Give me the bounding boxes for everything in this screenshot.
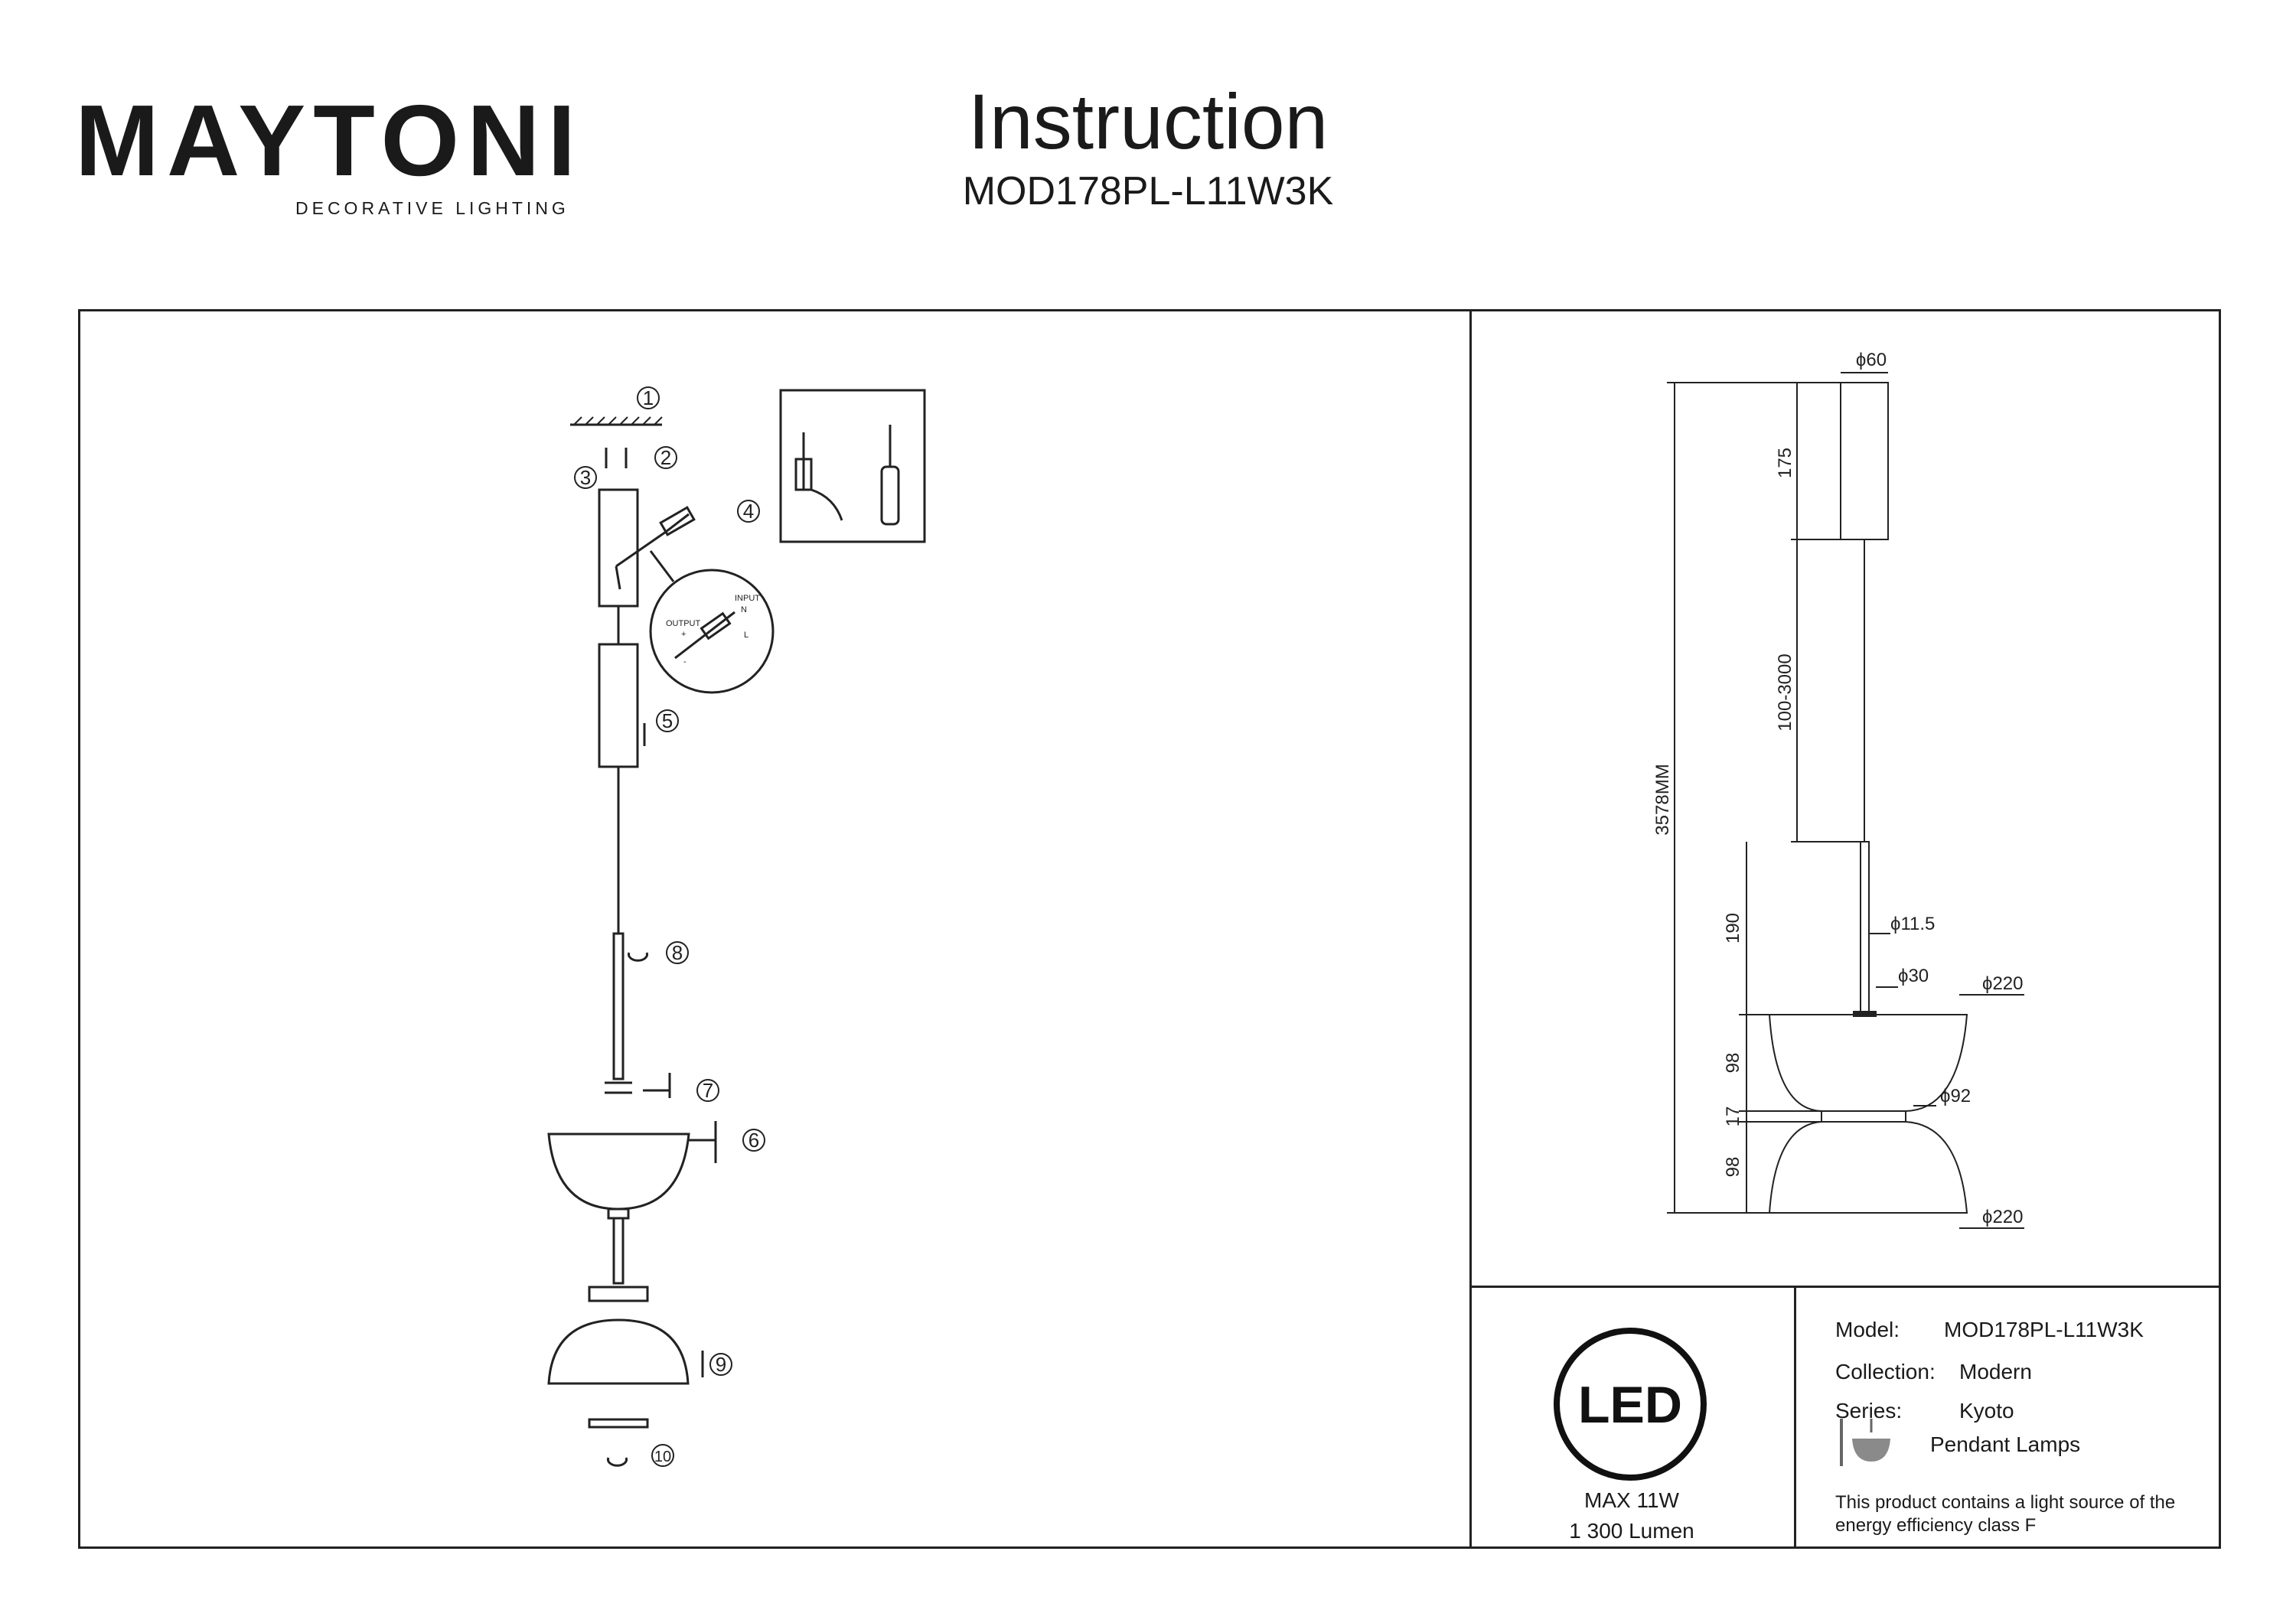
step-6-label: 6 (748, 1129, 759, 1152)
dim-stem-length: 190 (1723, 913, 1743, 943)
step-5-label: 5 (662, 709, 673, 732)
pendant-lamp-icon (1840, 1419, 1890, 1466)
step-1-label: 1 (643, 386, 654, 409)
dim-cable-length: 100-3000 (1775, 653, 1795, 731)
dim-bottom-shade-diameter: ϕ220 (1982, 1207, 2023, 1227)
step-8-label: 8 (672, 941, 683, 964)
driver-plus-label: + (681, 630, 686, 639)
driver-output-label: OUTPUT (666, 619, 701, 628)
driver-n-label: N (741, 605, 747, 614)
driver-input-label: INPUT (735, 594, 760, 603)
dim-stem-diameter: ϕ11.5 (1890, 914, 1935, 934)
dim-shade-height-top: 98 (1723, 1053, 1743, 1074)
frame-divider-info (1794, 1286, 1796, 1549)
model-label: Model: (1835, 1318, 1900, 1341)
brand-tagline: DECORATIVE LIGHTING (295, 198, 569, 218)
dim-top-shade-diameter: ϕ220 (1982, 973, 2023, 994)
model-heading: MOD178PL-L11W3K (962, 169, 1334, 213)
collection-value: Modern (1959, 1360, 2032, 1383)
driver-minus-label: - (683, 657, 687, 666)
step-3-label: 3 (580, 466, 591, 489)
dim-canopy-diameter: ϕ60 (1856, 350, 1887, 370)
dim-hub-diameter: ϕ30 (1898, 966, 1929, 986)
frame-divider-horizontal (1469, 1286, 2221, 1288)
series-value: Kyoto (1959, 1399, 2014, 1423)
lamp-type: Pendant Lamps (1930, 1432, 2081, 1456)
dim-waist-diameter: ϕ92 (1940, 1086, 1971, 1106)
collection-label: Collection: (1835, 1360, 1936, 1383)
drawing-frame (78, 309, 2221, 1549)
step-2-label: 2 (660, 446, 671, 469)
model-value: MOD178PL-L11W3K (1944, 1318, 2144, 1341)
dim-total-height: 3578MM (1652, 764, 1673, 835)
frame-divider-vertical (1469, 309, 1472, 1549)
max-power: MAX 11W (1584, 1488, 1679, 1512)
energy-note-line1: This product contains a light source of … (1835, 1492, 2176, 1513)
step-7-label: 7 (703, 1079, 713, 1102)
step-4-label: 4 (743, 500, 754, 523)
led-badge-text: LED (1578, 1376, 1682, 1434)
dim-canopy-height: 175 (1775, 448, 1795, 478)
step-9-label: 9 (716, 1353, 726, 1376)
brand-logo: MAYTONI (75, 84, 584, 197)
page-title: Instruction (967, 78, 1329, 165)
energy-note-line2: energy efficiency class F (1835, 1515, 2037, 1536)
driver-l-label: L (744, 631, 748, 640)
dim-shade-height-bottom: 98 (1723, 1157, 1743, 1178)
step-10-label: 10 (654, 1449, 671, 1465)
series-label: Series: (1835, 1399, 1903, 1423)
dim-waist-height: 17 (1723, 1106, 1743, 1127)
lumen: 1 300 Lumen (1569, 1519, 1694, 1543)
led-badge: LED (1554, 1328, 1707, 1481)
